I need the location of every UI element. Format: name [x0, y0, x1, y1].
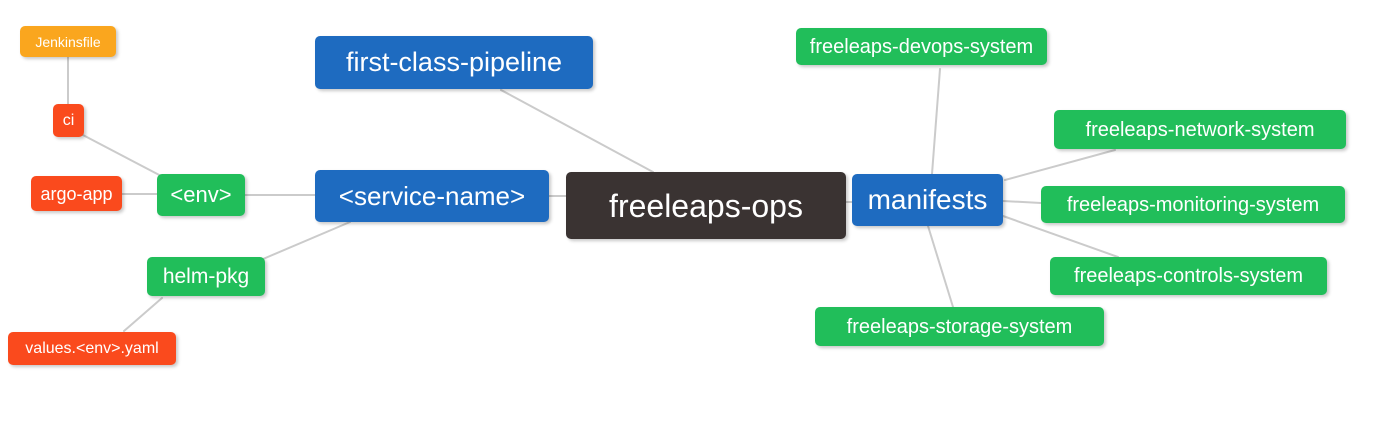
node-freeleaps-ops-root[interactable]: freeleaps-ops [566, 172, 846, 239]
node-argo-app[interactable]: argo-app [31, 176, 122, 211]
edge-manifests-network [1004, 149, 1116, 181]
edge-manifests-devops [931, 68, 941, 175]
node-manifests[interactable]: manifests [852, 174, 1003, 226]
node-helm-pkg[interactable]: helm-pkg [147, 257, 265, 296]
node-freeleaps-devops-system[interactable]: freeleaps-devops-system [796, 28, 1047, 65]
edge-pipeline-root [500, 89, 654, 173]
edge-ci-env [80, 133, 166, 179]
edge-manifests-monitoring [1002, 200, 1042, 204]
node-ci[interactable]: ci [53, 104, 84, 137]
node-freeleaps-controls-system[interactable]: freeleaps-controls-system [1050, 257, 1327, 295]
node-freeleaps-storage-system[interactable]: freeleaps-storage-system [815, 307, 1104, 346]
node-service-name[interactable]: <service-name> [315, 170, 549, 222]
edge-service-name-helm-pkg [262, 221, 351, 260]
node-first-class-pipeline[interactable]: first-class-pipeline [315, 36, 593, 89]
edge-manifests-storage [927, 225, 954, 308]
node-env[interactable]: <env> [157, 174, 245, 216]
node-values-env-yaml[interactable]: values.<env>.yaml [8, 332, 176, 365]
node-freeleaps-network-system[interactable]: freeleaps-network-system [1054, 110, 1346, 149]
node-freeleaps-monitoring-system[interactable]: freeleaps-monitoring-system [1041, 186, 1345, 223]
edge-values-helm-pkg [123, 297, 163, 332]
node-jenkinsfile[interactable]: Jenkinsfile [20, 26, 116, 57]
